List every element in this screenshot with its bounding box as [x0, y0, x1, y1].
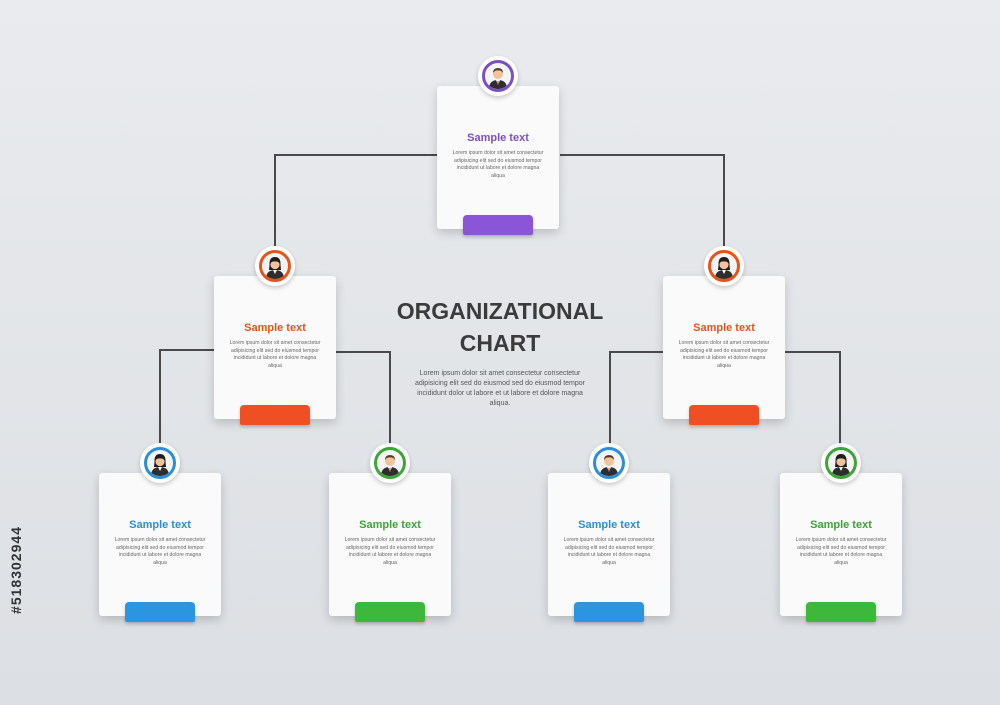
- heading-line-2: CHART: [459, 330, 541, 356]
- node-title: Sample text: [359, 519, 421, 531]
- person-icon: [708, 250, 740, 282]
- chart-heading: ORGANIZATIONAL CHART: [360, 295, 640, 359]
- person-icon: [593, 447, 625, 479]
- avatar: [140, 443, 180, 483]
- watermark-text: #518302944: [8, 526, 24, 614]
- stock-watermark: #518302944: [8, 470, 24, 670]
- node-tab: [689, 405, 759, 425]
- node-title: Sample text: [244, 322, 306, 334]
- node-tab: [806, 602, 876, 622]
- chart-description: Lorem ipsum dolor sit amet consectetur c…: [414, 370, 586, 407]
- node-body: Lorem ipsum dolor sit amet consectetur a…: [452, 150, 544, 179]
- node-tab: [463, 215, 533, 235]
- avatar: [589, 443, 629, 483]
- avatar: [370, 443, 410, 483]
- person-icon: [482, 60, 514, 92]
- avatar: [255, 246, 295, 286]
- person-icon: [144, 447, 176, 479]
- node-tab: [355, 602, 425, 622]
- node-body: Lorem ipsum dolor sit amet consectetur a…: [563, 537, 655, 566]
- node-body: Lorem ipsum dolor sit amet consectetur a…: [795, 537, 887, 566]
- org-node-leaf-1[interactable]: Sample text Lorem ipsum dolor sit amet c…: [99, 443, 221, 622]
- node-body: Lorem ipsum dolor sit amet consectetur a…: [114, 537, 206, 566]
- node-title: Sample text: [693, 322, 755, 334]
- org-node-left[interactable]: Sample text Lorem ipsum dolor sit amet c…: [214, 246, 336, 425]
- org-node-leaf-4[interactable]: Sample text Lorem ipsum dolor sit amet c…: [780, 443, 902, 622]
- avatar: [478, 56, 518, 96]
- node-body: Lorem ipsum dolor sit amet consectetur a…: [678, 340, 770, 369]
- node-title: Sample text: [578, 519, 640, 531]
- node-title: Sample text: [810, 519, 872, 531]
- node-body: Lorem ipsum dolor sit amet consectetur a…: [229, 340, 321, 369]
- person-icon: [259, 250, 291, 282]
- node-tab: [125, 602, 195, 622]
- org-node-leaf-2[interactable]: Sample text Lorem ipsum dolor sit amet c…: [329, 443, 451, 622]
- person-icon: [374, 447, 406, 479]
- org-node-top[interactable]: Sample text Lorem ipsum dolor sit amet c…: [437, 56, 559, 235]
- node-title: Sample text: [467, 132, 529, 144]
- person-icon: [825, 447, 857, 479]
- node-body: Lorem ipsum dolor sit amet consectetur a…: [344, 537, 436, 566]
- org-node-right[interactable]: Sample text Lorem ipsum dolor sit amet c…: [663, 246, 785, 425]
- org-node-leaf-3[interactable]: Sample text Lorem ipsum dolor sit amet c…: [548, 443, 670, 622]
- heading-line-1: ORGANIZATIONAL: [396, 298, 604, 324]
- avatar: [821, 443, 861, 483]
- node-title: Sample text: [129, 519, 191, 531]
- node-tab: [240, 405, 310, 425]
- avatar: [704, 246, 744, 286]
- node-tab: [574, 602, 644, 622]
